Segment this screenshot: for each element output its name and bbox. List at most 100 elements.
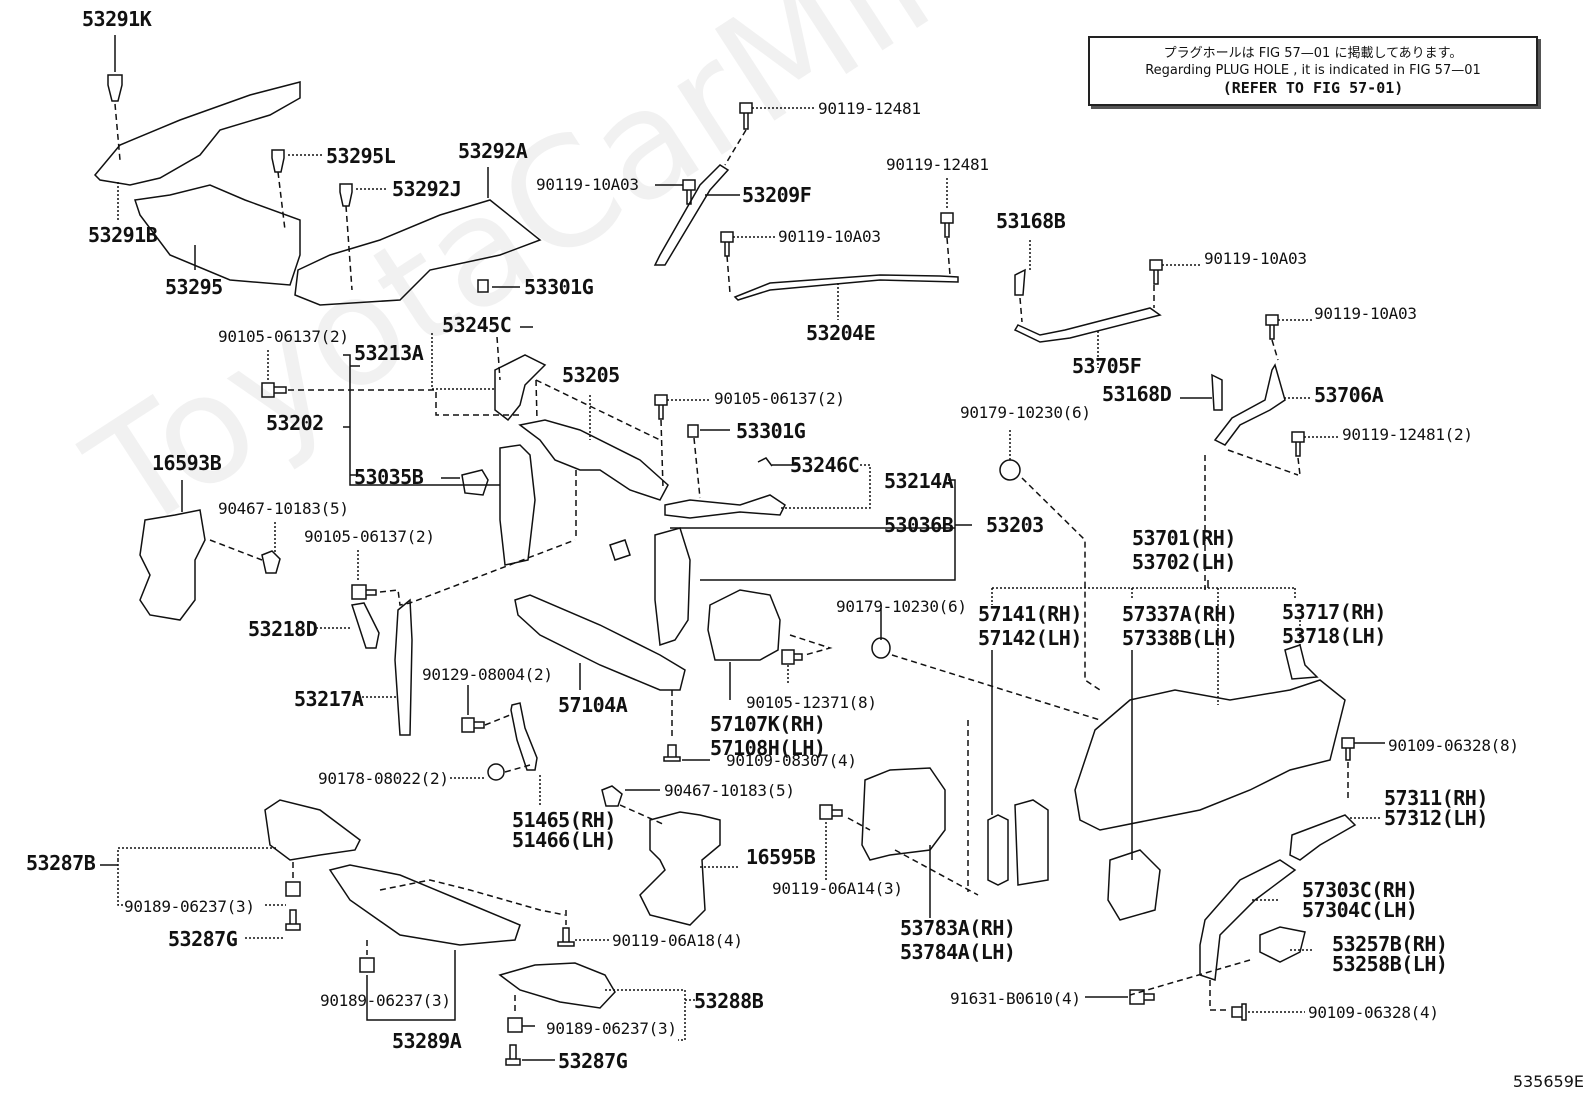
label-90105-06137-a[interactable]: 90105-06137(2) <box>218 327 349 346</box>
label-90119-06A18[interactable]: 90119-06A18(4) <box>612 931 743 950</box>
label-53702[interactable]: 53702(LH) <box>1132 550 1236 574</box>
label-90467-10183-a[interactable]: 90467-10183(5) <box>218 499 349 518</box>
label-53705F[interactable]: 53705F <box>1072 354 1142 378</box>
label-53291K[interactable]: 53291K <box>82 7 152 31</box>
label-53292A[interactable]: 53292A <box>458 139 528 163</box>
label-90105-06137-b[interactable]: 90105-06137(2) <box>714 389 845 408</box>
clip-53292J <box>339 183 353 207</box>
label-53246C[interactable]: 53246C <box>790 453 860 477</box>
label-53717[interactable]: 53717(RH) <box>1282 600 1386 624</box>
bolt-90109-06328-a <box>1341 737 1355 761</box>
label-53168B[interactable]: 53168B <box>996 209 1066 233</box>
label-91631-B0610[interactable]: 91631-B0610(4) <box>950 989 1081 1008</box>
part-53717-clip <box>1284 644 1319 680</box>
label-53701[interactable]: 53701(RH) <box>1132 526 1236 550</box>
label-53287G-b[interactable]: 53287G <box>558 1049 628 1073</box>
label-90105-12371[interactable]: 90105-12371(8) <box>746 693 877 712</box>
label-53205[interactable]: 53205 <box>562 363 620 387</box>
label-57303C[interactable]: 57303C(RH) <box>1302 878 1418 902</box>
label-57141[interactable]: 57141(RH) <box>978 602 1082 626</box>
label-57311[interactable]: 57311(RH) <box>1384 786 1488 810</box>
label-53217A[interactable]: 53217A <box>294 687 364 711</box>
label-90189-06237-a[interactable]: 90189-06237(3) <box>124 897 255 916</box>
label-57337A[interactable]: 57337A(RH) <box>1122 602 1238 626</box>
label-57108H[interactable]: 57108H(LH) <box>710 736 826 760</box>
label-53035B[interactable]: 53035B <box>354 465 424 489</box>
label-53218D[interactable]: 53218D <box>248 617 318 641</box>
clip-53301G-top <box>477 279 489 293</box>
label-90189-06237-b[interactable]: 90189-06237(3) <box>320 991 451 1010</box>
label-53718[interactable]: 53718(LH) <box>1282 624 1386 648</box>
label-53245C[interactable]: 53245C <box>442 313 512 337</box>
part-53035B <box>461 469 489 496</box>
label-53213A[interactable]: 53213A <box>354 341 424 365</box>
label-53168D[interactable]: 53168D <box>1102 382 1172 406</box>
label-90105-06137-c[interactable]: 90105-06137(2) <box>304 527 435 546</box>
label-53203[interactable]: 53203 <box>986 513 1044 537</box>
bolt-90119-06A18 <box>557 927 575 947</box>
label-57142[interactable]: 57142(LH) <box>978 626 1082 650</box>
label-90179-10230-a[interactable]: 90179-10230(6) <box>960 403 1091 422</box>
label-51466[interactable]: 51466(LH) <box>512 828 616 852</box>
label-53204E[interactable]: 53204E <box>806 321 876 345</box>
clip-53291K <box>107 74 123 102</box>
label-90467-10183-b[interactable]: 90467-10183(5) <box>664 781 795 800</box>
label-53258B[interactable]: 53258B(LH) <box>1332 952 1448 976</box>
label-53783A[interactable]: 53783A(RH) <box>900 916 1016 940</box>
label-53292J[interactable]: 53292J <box>392 177 462 201</box>
label-53202[interactable]: 53202 <box>266 411 324 435</box>
clip-90189-06237-b <box>359 957 375 973</box>
part-53287B-bracket <box>264 799 361 861</box>
label-90119-10A03-b[interactable]: 90119-10A03 <box>778 227 881 246</box>
label-53209F[interactable]: 53209F <box>742 183 812 207</box>
label-53706A[interactable]: 53706A <box>1314 383 1384 407</box>
label-53291B[interactable]: 53291B <box>88 223 158 247</box>
bolt-90119-10A03-b <box>720 231 734 257</box>
label-90129-08004[interactable]: 90129-08004(2) <box>422 665 553 684</box>
label-53301G-b[interactable]: 53301G <box>736 419 806 443</box>
bolt-90119-12481-c <box>1291 431 1305 457</box>
label-53289A[interactable]: 53289A <box>392 1029 462 1053</box>
part-53291B-cover <box>93 81 301 186</box>
label-90119-12481-a[interactable]: 90119-12481 <box>818 99 921 118</box>
label-16595B[interactable]: 16595B <box>746 845 816 869</box>
label-90119-12481-c[interactable]: 90119-12481(2) <box>1342 425 1473 444</box>
part-53214A <box>664 494 786 519</box>
part-53706A-brace <box>1213 363 1286 446</box>
label-90109-06328-b[interactable]: 90109-06328(4) <box>1308 1003 1439 1022</box>
label-53295[interactable]: 53295 <box>165 275 223 299</box>
label-57104A[interactable]: 57104A <box>558 693 628 717</box>
label-53784A[interactable]: 53784A(LH) <box>900 940 1016 964</box>
label-90189-06237-c[interactable]: 90189-06237(3) <box>546 1019 677 1038</box>
bolt-53287G-b <box>505 1044 521 1066</box>
label-53288B[interactable]: 53288B <box>694 989 764 1013</box>
label-90119-06A14[interactable]: 90119-06A14(3) <box>772 879 903 898</box>
label-53036B[interactable]: 53036B <box>884 513 954 537</box>
label-51465[interactable]: 51465(RH) <box>512 808 616 832</box>
label-53257B[interactable]: 53257B(RH) <box>1332 932 1448 956</box>
label-90119-10A03-d[interactable]: 90119-10A03 <box>1314 304 1417 323</box>
label-53287B[interactable]: 53287B <box>26 851 96 875</box>
bolt-90119-12481-b <box>940 212 954 238</box>
label-57338B[interactable]: 57338B(LH) <box>1122 626 1238 650</box>
label-90179-10230-b[interactable]: 90179-10230(6) <box>836 597 967 616</box>
label-57312[interactable]: 57312(LH) <box>1384 806 1488 830</box>
part-53205-member <box>518 419 669 501</box>
part-53705F-brace <box>1013 307 1162 343</box>
label-57304C[interactable]: 57304C(LH) <box>1302 898 1418 922</box>
bolt-90119-10A03-d <box>1265 314 1279 340</box>
label-57107K[interactable]: 57107K(RH) <box>710 712 826 736</box>
label-90119-12481-b[interactable]: 90119-12481 <box>886 155 989 174</box>
label-90109-06328-a[interactable]: 90109-06328(8) <box>1388 736 1519 755</box>
label-53214A[interactable]: 53214A <box>884 469 954 493</box>
label-90119-10A03-c[interactable]: 90119-10A03 <box>1204 249 1307 268</box>
label-90178-08022[interactable]: 90178-08022(2) <box>318 769 449 788</box>
label-90109-08307[interactable]: 90109-08307(4) <box>726 751 857 770</box>
part-53292A-cover <box>294 199 542 306</box>
label-53301G-a[interactable]: 53301G <box>524 275 594 299</box>
label-90119-10A03-a[interactable]: 90119-10A03 <box>536 175 639 194</box>
label-16593B[interactable]: 16593B <box>152 451 222 475</box>
clip-53301G-b <box>687 424 699 438</box>
label-53295L[interactable]: 53295L <box>326 144 396 168</box>
label-53287G-a[interactable]: 53287G <box>168 927 238 951</box>
